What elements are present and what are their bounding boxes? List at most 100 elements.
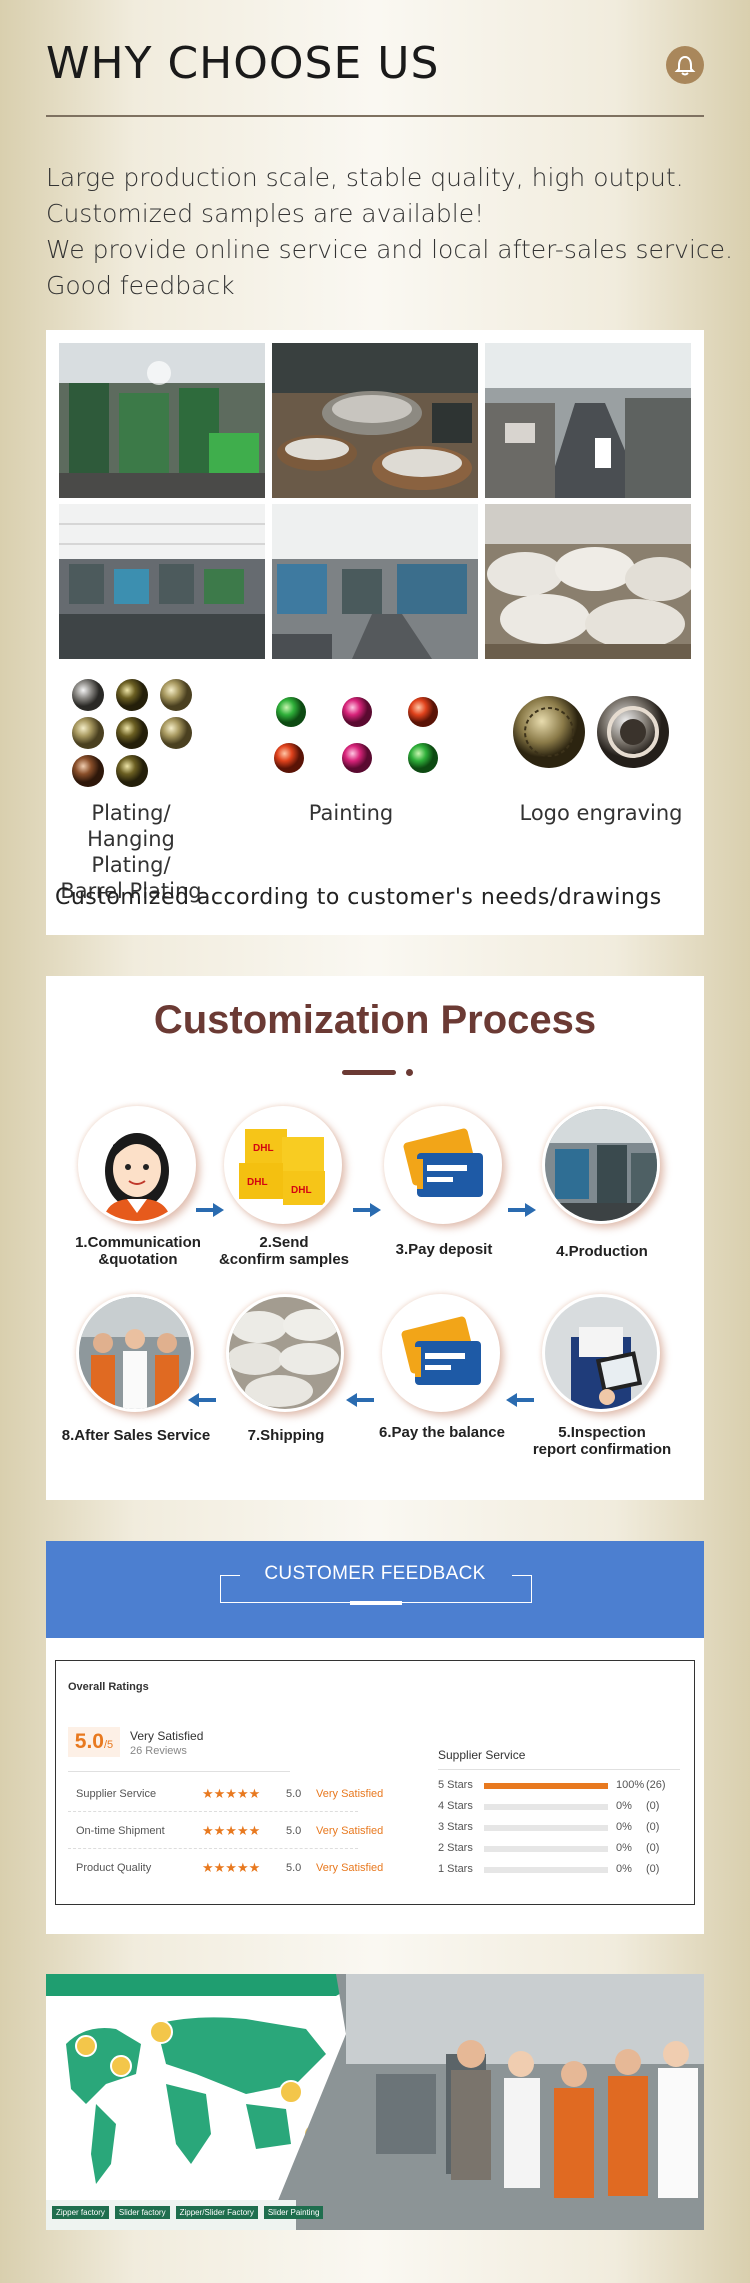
map-legend: Zipper factory Slider factory Zipper/Sli… [52,2206,324,2219]
painting-samples [261,690,441,785]
factory-photo [485,343,691,498]
arrow-right-icon [508,1203,536,1217]
step-8-label: 8.After Sales Service [61,1427,211,1444]
world-map-illustration [46,1974,704,2230]
step-7-label: 7.Shipping [247,1427,325,1444]
divider [68,1848,358,1849]
breakdown-count: (0) [646,1842,660,1854]
step-3-label: 3.Pay deposit [395,1241,493,1258]
step-2-label: 2.Send&confirm samples [218,1234,350,1268]
breakdown-percent: 100% [616,1779,645,1791]
breakdown-percent: 0% [616,1842,632,1854]
step-1-label: 1.Communication&quotation [75,1234,201,1268]
factory-panel: Plating/ Hanging Plating/ Barrel Plating… [46,330,704,935]
overall-desc: Very Satisfied [130,1729,204,1743]
breakdown-count: (0) [646,1821,660,1833]
arrow-right-icon [196,1203,224,1217]
svg-text:DHL: DHL [291,1185,312,1196]
category-name: Product Quality [76,1862,152,1874]
step-8-image [76,1294,194,1412]
arrow-left-icon [346,1393,374,1407]
breakdown-label: 5 Stars [438,1779,473,1791]
step-3-image [384,1106,502,1224]
breakdown-count: (0) [646,1800,660,1812]
svg-text:DHL: DHL [247,1177,268,1188]
svg-text:DHL: DHL [253,1143,274,1154]
legend-item: Zipper factory [52,2206,109,2219]
breakdown-bar [484,1846,608,1852]
breakdown-bar [484,1804,608,1810]
step-2-image: DHL DHL DHL [224,1106,342,1224]
breakdown-bar [484,1867,608,1873]
step-4-label: 4.Production [556,1243,648,1260]
breakdown-count: (26) [646,1779,666,1791]
star-rating-icon: ★★★★★ [202,1823,261,1838]
feedback-header [46,1541,704,1638]
breakdown-title: Supplier Service [438,1748,526,1762]
category-score: 5.0 [286,1862,302,1874]
breakdown-label: 4 Stars [438,1800,473,1812]
breakdown-bar-fill [484,1783,608,1789]
legend-item: Slider factory [114,2206,170,2219]
breakdown-label: 3 Stars [438,1821,473,1833]
category-name: Supplier Service [76,1788,157,1800]
legend-item: Zipper/Slider Factory [175,2206,258,2219]
step-6-image [382,1294,500,1412]
arrow-right-icon [353,1203,381,1217]
breakdown-percent: 0% [616,1863,632,1875]
star-rating-icon: ★★★★★ [202,1860,261,1875]
arrow-left-icon [506,1393,534,1407]
step-5-image [542,1294,660,1412]
divider [68,1771,290,1772]
logo-engraving-samples [511,692,671,777]
overall-ratings-label: Overall Ratings [68,1681,149,1693]
sample-label-logo: Logo engraving [519,801,683,825]
intro-line: Large production scale, stable quality, … [46,163,684,192]
sample-label-painting: Painting [308,801,394,825]
global-panel: Zipper factory Slider factory Zipper/Sli… [46,1974,704,2230]
arrow-left-icon [188,1393,216,1407]
bell-icon[interactable] [666,46,704,84]
factory-photo [485,504,691,659]
sample-label-plating: Plating/ Hanging Plating/ Barrel Plating [60,801,202,903]
category-desc: Very Satisfied [316,1825,384,1837]
factory-photo [59,343,265,498]
title-underline [342,1070,396,1075]
breakdown-percent: 0% [616,1800,632,1812]
breakdown-percent: 0% [616,1821,632,1833]
ratings-card: Overall Ratings 5.0/5 Very Satisfied 26 … [55,1660,695,1905]
feedback-frame-corner [512,1575,532,1576]
intro-line: We provide online service and local afte… [46,235,733,264]
feedback-title-bar [350,1601,402,1605]
step-4-image [542,1106,660,1224]
breakdown-label: 1 Stars [438,1863,473,1875]
factory-photo [272,504,478,659]
breakdown-bar [484,1825,608,1831]
divider [438,1769,680,1770]
step-1-image [78,1106,196,1224]
step-6-label: 6.Pay the balance [379,1424,505,1441]
category-score: 5.0 [286,1788,302,1800]
feedback-panel: CUSTOMER FEEDBACK Overall Ratings 5.0/5 … [46,1541,704,1934]
overall-score: 5.0/5 [68,1727,120,1757]
feedback-title: CUSTOMER FEEDBACK [264,1563,486,1584]
breakdown-count: (0) [646,1863,660,1875]
star-rating-icon: ★★★★★ [202,1786,261,1801]
breakdown-label: 2 Stars [438,1842,473,1854]
intro-text: Large production scale, stable quality, … [46,160,733,304]
factory-photo [272,343,478,498]
legend-item: Slider Painting [263,2206,324,2219]
review-count: 26 Reviews [130,1745,187,1757]
page-title: WHY CHOOSE US [46,38,440,89]
category-score: 5.0 [286,1825,302,1837]
step-7-image [226,1294,344,1412]
title-dot [406,1069,413,1076]
title-divider [46,115,704,117]
intro-line: Good feedback [46,271,235,300]
category-desc: Very Satisfied [316,1862,384,1874]
divider [68,1811,358,1812]
category-name: On-time Shipment [76,1825,165,1837]
factory-photo [59,504,265,659]
